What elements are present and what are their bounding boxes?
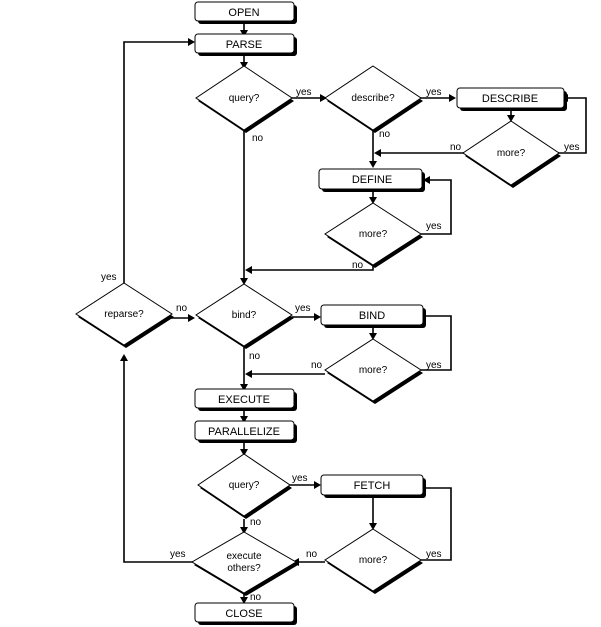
edge-label-yes: yes — [426, 360, 442, 371]
decision-bind: bind? — [195, 283, 294, 349]
arrowhead — [245, 370, 252, 378]
arrowhead — [507, 115, 515, 122]
box-parse-label: PARSE — [226, 39, 262, 51]
decision-execute-others-label-2: others? — [227, 563, 261, 574]
decision-more-define-label: more? — [359, 229, 388, 240]
edge-label-no: no — [306, 549, 318, 560]
edge-label-yes: yes — [101, 272, 117, 283]
arrowhead — [314, 481, 321, 489]
decision-query-2: query? — [197, 453, 292, 519]
edge-more-bind-loop — [421, 315, 452, 371]
box-close-label: CLOSE — [225, 608, 262, 620]
decision-query-1-label: query? — [229, 93, 260, 104]
decision-reparse: reparse? — [75, 282, 174, 348]
edge-label-yes: yes — [564, 142, 580, 153]
arrowhead — [374, 149, 381, 157]
box-execute-label: EXECUTE — [218, 394, 270, 406]
edge-more-define-loop — [421, 179, 452, 235]
edge-label-no: no — [379, 129, 391, 140]
decision-more-fetch: more? — [324, 528, 423, 594]
box-close: CLOSE — [194, 602, 297, 625]
decision-bind-label: bind? — [232, 310, 257, 321]
edge-label-no: no — [249, 351, 261, 362]
arrowhead — [240, 527, 248, 534]
edge-label-yes: yes — [170, 549, 186, 560]
arrowhead — [369, 197, 377, 204]
edge-label-yes: yes — [426, 549, 442, 560]
box-execute: EXECUTE — [194, 388, 297, 411]
decision-more-describe: more? — [462, 120, 561, 188]
decision-more-define: more? — [324, 202, 423, 268]
box-parallelize: PARALLELIZE — [194, 420, 297, 443]
arrowhead — [369, 523, 377, 530]
edge-label-no: no — [311, 360, 323, 371]
arrowhead — [240, 278, 248, 285]
edge-label-yes: yes — [426, 87, 442, 98]
decision-execute-others: execute others? — [191, 531, 298, 596]
decision-describe: describe? — [324, 65, 423, 133]
box-describe: DESCRIBE — [456, 87, 567, 111]
decision-reparse-label: reparse? — [104, 309, 144, 320]
decision-execute-others-label-1: execute — [226, 551, 261, 562]
edge-label-no: no — [450, 142, 462, 153]
box-open: OPEN — [194, 1, 297, 24]
box-bind-label: BIND — [359, 310, 385, 322]
edge-labels: yes no yes no yes no yes no yes no yes n… — [101, 87, 580, 603]
box-fetch: FETCH — [320, 474, 426, 498]
edge-label-yes: yes — [296, 87, 312, 98]
edge-label-no: no — [252, 133, 264, 144]
edge-label-no: no — [352, 260, 364, 271]
arrowhead — [188, 38, 195, 46]
arrowhead — [369, 161, 377, 168]
arrowhead — [245, 266, 252, 274]
box-bind: BIND — [320, 304, 426, 328]
decision-more-bind-label: more? — [359, 365, 388, 376]
box-define-label: DEFINE — [352, 174, 392, 186]
box-define: DEFINE — [318, 168, 425, 192]
arrowhead — [320, 94, 327, 102]
edge-execute-others-yes — [123, 360, 194, 563]
box-open-label: OPEN — [228, 7, 259, 19]
arrowhead — [188, 314, 195, 322]
box-parallelize-label: PARALLELIZE — [208, 426, 280, 438]
arrowhead — [369, 333, 377, 340]
box-parse: PARSE — [194, 33, 297, 56]
edge-reparse-yes — [123, 41, 188, 283]
edge-label-no: no — [176, 303, 188, 314]
edge-more-describe-loop — [558, 97, 587, 154]
edge-label-no: no — [250, 592, 262, 603]
arrowhead — [314, 313, 321, 321]
edge-label-no: no — [250, 517, 262, 528]
arrowhead — [240, 416, 248, 423]
arrowhead — [240, 597, 248, 604]
decision-more-bind: more? — [324, 338, 423, 404]
box-fetch-label: FETCH — [354, 480, 391, 492]
arrowhead — [423, 176, 430, 184]
arrowhead — [120, 354, 128, 361]
decision-describe-label: describe? — [351, 93, 395, 104]
edge-label-yes: yes — [426, 221, 442, 232]
edge-label-yes: yes — [295, 303, 311, 314]
decision-more-fetch-label: more? — [359, 555, 388, 566]
box-describe-label: DESCRIBE — [482, 93, 538, 105]
decision-query-1: query? — [195, 65, 294, 133]
decision-query-2-label: query? — [229, 480, 260, 491]
arrowhead — [240, 384, 248, 391]
arrowhead — [449, 94, 456, 102]
edge-more-fetch-loop — [421, 487, 452, 561]
edge-label-yes: yes — [292, 473, 308, 484]
decision-more-describe-label: more? — [497, 148, 526, 159]
arrowhead — [240, 449, 248, 456]
